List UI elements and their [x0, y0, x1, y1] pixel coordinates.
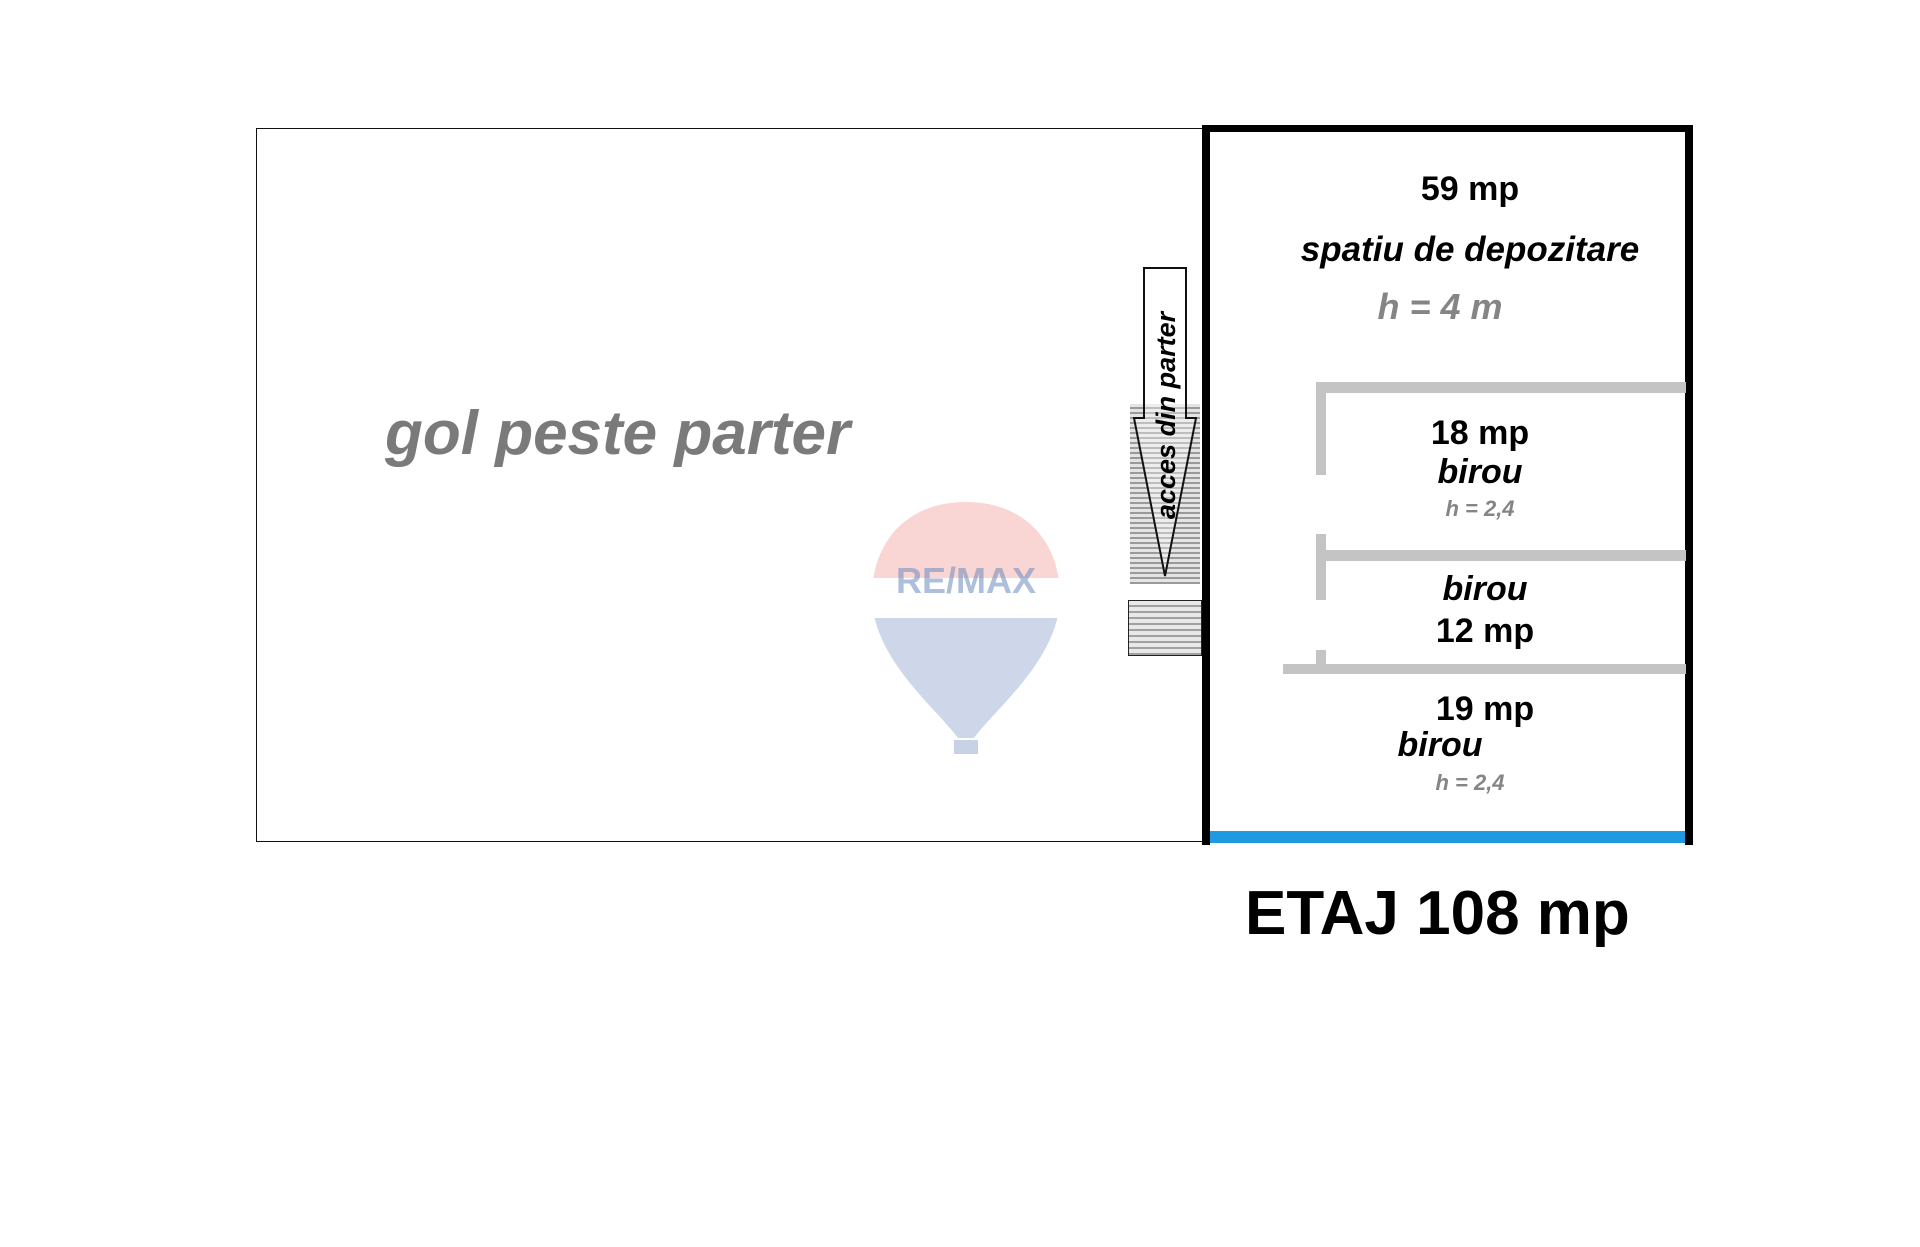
- remax-balloon-watermark: RE/MAX: [872, 502, 1060, 754]
- storage-room-height: h = 4 m: [1377, 286, 1503, 327]
- partition-wall: [1316, 550, 1686, 561]
- void-area-label: gol peste parter: [385, 399, 851, 468]
- office-1-area: 18 mp: [1430, 414, 1530, 452]
- floor-title: ETAJ 108 mp: [1245, 879, 1630, 948]
- office-1-height: h = 2,4: [1445, 496, 1515, 521]
- partition-wall: [1316, 534, 1326, 600]
- office-2-name: birou: [1442, 570, 1528, 608]
- stair-treads: [1130, 404, 1200, 584]
- office-2-area: 12 mp: [1435, 612, 1535, 650]
- upper-floor-outline: [1202, 125, 1693, 845]
- watermark-text: RE/MAX: [896, 560, 1036, 601]
- partition-wall: [1316, 650, 1326, 666]
- office-3-area: 19 mp: [1435, 690, 1535, 728]
- office-3-height: h = 2,4: [1435, 770, 1505, 795]
- stair-landing: [1128, 600, 1202, 656]
- down-arrow-icon: [1132, 267, 1198, 577]
- stair-access-label: acces din parter: [1151, 311, 1181, 519]
- storage-room-area: 59 mp: [1420, 170, 1520, 208]
- window-strip: [1210, 831, 1685, 843]
- partition-wall: [1316, 382, 1326, 475]
- partition-wall: [1316, 382, 1686, 393]
- office-1-name: birou: [1437, 453, 1523, 491]
- partition-wall: [1283, 664, 1686, 674]
- office-3-name: birou: [1397, 726, 1483, 764]
- storage-room-name: spatiu de depozitare: [1300, 230, 1640, 269]
